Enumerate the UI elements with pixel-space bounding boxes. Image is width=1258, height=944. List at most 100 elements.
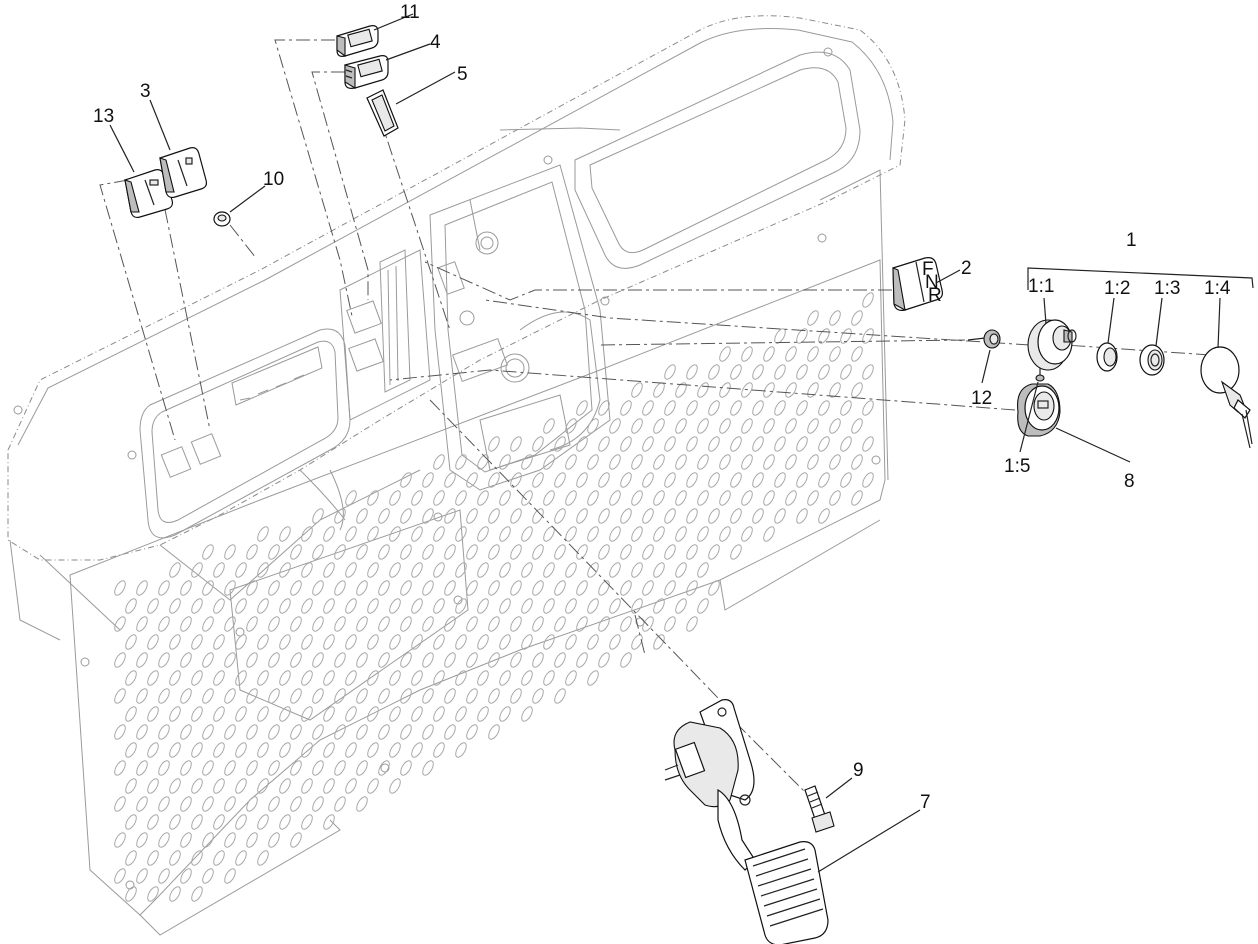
- tread-mark: [422, 544, 434, 560]
- tread-mark: [301, 634, 313, 650]
- tread-mark: [730, 400, 742, 416]
- tread-mark: [818, 364, 830, 380]
- tread-mark: [554, 472, 566, 488]
- tread-mark: [598, 652, 610, 668]
- tread-mark: [653, 418, 665, 434]
- tread-mark: [136, 688, 148, 704]
- tread-mark: [411, 490, 423, 506]
- tread-mark: [147, 670, 159, 686]
- tread-mark: [554, 652, 566, 668]
- tread-mark: [609, 454, 621, 470]
- tread-mark: [433, 742, 445, 758]
- tread-mark: [202, 760, 214, 776]
- tread-mark: [708, 436, 720, 452]
- tread-mark: [763, 490, 775, 506]
- tread-mark: [114, 616, 126, 632]
- tread-mark: [587, 526, 599, 542]
- tread-mark: [290, 832, 302, 848]
- tread-mark: [708, 580, 720, 596]
- tread-mark: [224, 760, 236, 776]
- tread-mark: [114, 832, 126, 848]
- tread-mark: [301, 706, 313, 722]
- tread-mark: [378, 616, 390, 632]
- tread-mark: [334, 652, 346, 668]
- tread-mark: [455, 562, 467, 578]
- fnr-switch-2: F N R: [892, 257, 943, 312]
- tread-mark: [642, 436, 654, 452]
- tread-mark: [191, 598, 203, 614]
- tread-mark: [631, 382, 643, 398]
- tread-mark: [180, 796, 192, 812]
- callout-1-5: 1:5: [1004, 456, 1030, 477]
- tread-mark: [818, 472, 830, 488]
- tread-mark: [279, 670, 291, 686]
- tread-mark: [686, 580, 698, 596]
- tread-mark: [510, 472, 522, 488]
- tread-mark: [642, 508, 654, 524]
- tread-mark: [433, 454, 445, 470]
- tread-mark: [521, 670, 533, 686]
- tread-mark: [213, 706, 225, 722]
- tread-mark: [499, 670, 511, 686]
- tread-mark: [367, 706, 379, 722]
- tread-mark: [312, 580, 324, 596]
- tread-mark: [554, 436, 566, 452]
- tread-mark: [576, 652, 588, 668]
- tread-mark: [301, 670, 313, 686]
- tread-mark: [785, 454, 797, 470]
- tread-mark: [565, 526, 577, 542]
- tread-mark: [499, 562, 511, 578]
- tread-mark: [521, 634, 533, 650]
- blank-plug-5: [366, 89, 399, 137]
- tread-mark: [609, 598, 621, 614]
- tread-mark: [631, 598, 643, 614]
- tread-mark: [862, 472, 874, 488]
- tread-mark: [807, 346, 819, 362]
- tread-mark: [136, 832, 148, 848]
- tread-mark: [477, 454, 489, 470]
- tread-mark: [851, 310, 863, 326]
- tread-mark: [378, 580, 390, 596]
- tread-mark: [576, 400, 588, 416]
- tread-mark: [499, 598, 511, 614]
- tread-mark: [411, 598, 423, 614]
- tread-mark: [719, 418, 731, 434]
- bolt-9: [804, 785, 835, 833]
- tread-mark: [741, 454, 753, 470]
- tread-mark: [851, 382, 863, 398]
- tread-mark: [807, 382, 819, 398]
- tread-mark: [125, 814, 137, 830]
- tread-mark: [400, 760, 412, 776]
- tread-mark: [147, 742, 159, 758]
- tread-mark: [719, 382, 731, 398]
- tread-mark: [257, 814, 269, 830]
- tread-mark: [213, 742, 225, 758]
- tread-mark: [730, 544, 742, 560]
- tread-mark: [433, 670, 445, 686]
- tread-mark: [114, 796, 126, 812]
- tread-mark: [708, 400, 720, 416]
- tread-mark: [796, 508, 808, 524]
- switch-4: [344, 55, 389, 89]
- tread-mark: [367, 778, 379, 794]
- tread-mark: [312, 796, 324, 812]
- tread-mark: [697, 418, 709, 434]
- tread-mark: [257, 742, 269, 758]
- tread-mark: [730, 508, 742, 524]
- tread-mark: [191, 886, 203, 902]
- tread-mark: [224, 832, 236, 848]
- tread-mark: [477, 634, 489, 650]
- tread-mark: [587, 634, 599, 650]
- nut-1-2: [1096, 342, 1118, 372]
- tread-mark: [598, 436, 610, 452]
- tread-mark: [268, 544, 280, 560]
- key-1-4: [1200, 346, 1253, 449]
- tread-mark: [378, 760, 390, 776]
- tread-mark: [587, 598, 599, 614]
- tread-mark: [125, 670, 137, 686]
- tread-mark: [675, 454, 687, 470]
- tread-mark: [114, 868, 126, 884]
- tread-mark: [510, 508, 522, 524]
- tread-mark: [455, 634, 467, 650]
- tread-mark: [224, 724, 236, 740]
